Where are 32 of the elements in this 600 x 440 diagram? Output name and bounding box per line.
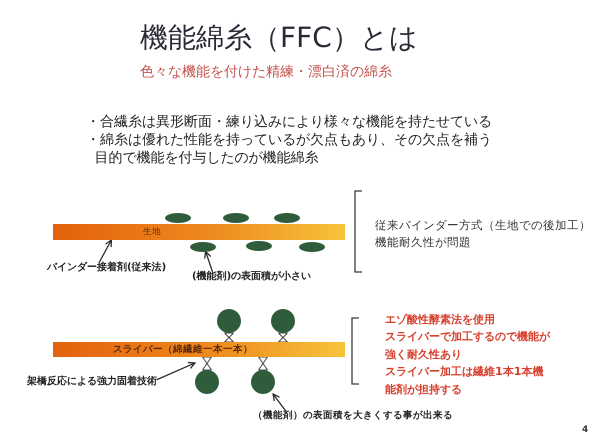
- callout-text: (機能剤)の表面積が小さい: [192, 271, 312, 283]
- agent-particle: [217, 309, 241, 342]
- agent-ellipse: [223, 212, 249, 222]
- page-number: 4: [582, 425, 588, 436]
- agent-particle: [251, 357, 275, 394]
- callout-text: （機能剤）の表面積を大きくする事が出来る: [253, 410, 453, 422]
- sliver-band: [53, 342, 345, 357]
- leader-arrow: [98, 239, 112, 262]
- note-text: スライバー加工は繊維1本1本機能剤が担持する: [385, 364, 545, 398]
- note-text: 機能耐久性が問題: [375, 236, 471, 250]
- slide-title: 機能綿糸（FFC）とは: [140, 21, 418, 55]
- note-text: スライバーで加工するので機能が強く耐久性あり: [385, 329, 552, 362]
- callout-text: 架橋反応による強力固着技術: [27, 376, 157, 388]
- leader-arrow: [156, 362, 196, 380]
- note-text: エゾ酸性酵素法を使用: [385, 312, 495, 328]
- leader-arrow: [272, 393, 286, 410]
- agent-ellipse: [165, 213, 191, 223]
- bullet-point: ・綿糸は優れた性能を持っているが欠点もあり、その欠点を補う目的で機能を付与したのが機能綿糸: [86, 131, 493, 167]
- callout-text: バインダー接着剤(従来法): [47, 262, 166, 274]
- band-label: スライバー（綿繊維一本一本）: [113, 343, 253, 357]
- agent-ellipse: [299, 242, 325, 252]
- fabric-band: [53, 224, 345, 240]
- leader-arrow: [204, 250, 213, 272]
- band-label: 生地: [143, 226, 161, 239]
- subtitle: 色々な機能を付けた精練・漂白済の綿糸: [140, 64, 392, 81]
- agent-ellipse: [246, 241, 272, 251]
- agent-particle: [195, 357, 219, 394]
- agent-ellipse: [274, 213, 300, 223]
- agent-particle: [271, 309, 295, 342]
- bullet-point: ・合繊糸は異形断面・練り込みにより様々な機能を持たせている: [86, 113, 492, 131]
- note-text: 従来バインダー方式（生地での後加工）: [375, 219, 591, 233]
- agent-ellipse: [190, 242, 216, 252]
